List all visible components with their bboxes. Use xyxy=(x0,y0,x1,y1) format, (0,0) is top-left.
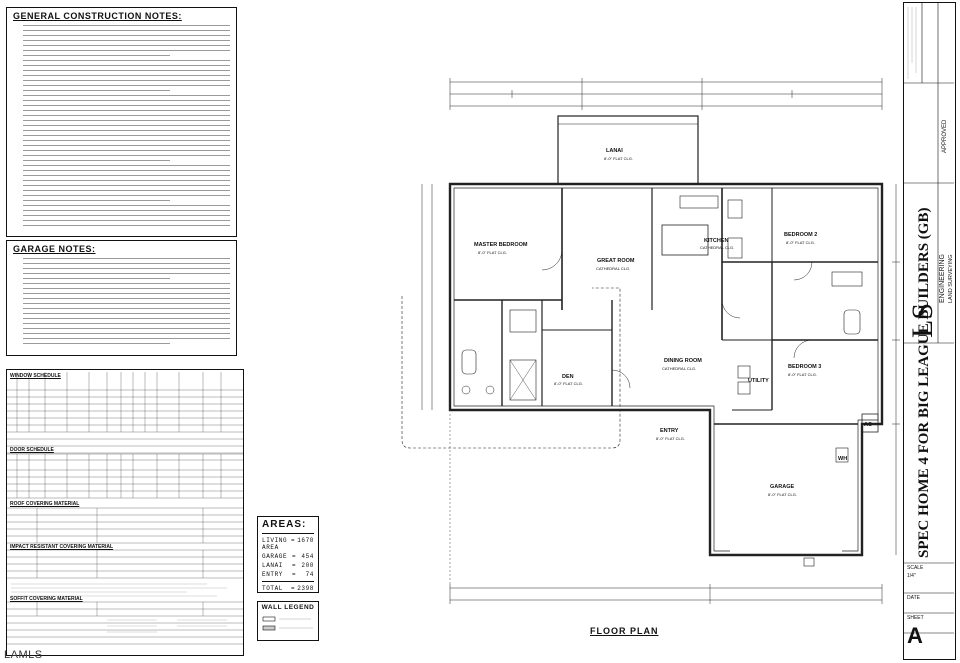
firm-name: ENGINEERING xyxy=(939,253,946,303)
title-block: APPROVED LS ENGINEERING LAND SURVEYING S… xyxy=(903,2,956,660)
ceiling-garage: 8'-0" FLAT CLG. xyxy=(768,492,797,497)
room-great-room: GREAT ROOM xyxy=(597,258,635,264)
garage-notes-body xyxy=(13,258,230,344)
equipment-ac: AC xyxy=(864,422,872,428)
room-kitchen: KITCHEN xyxy=(704,238,729,244)
sheet-label: SHEET xyxy=(907,615,924,621)
area-total-row: TOTAL = 2398 xyxy=(262,585,314,592)
impact-covering-title: IMPACT RESISTANT COVERING MATERIAL xyxy=(10,544,114,550)
area-total-label: TOTAL xyxy=(262,585,284,592)
room-bedroom-3: BEDROOM 3 xyxy=(788,364,822,370)
door-schedule-title: DOOR SCHEDULE xyxy=(10,447,54,453)
scale-label: SCALE xyxy=(907,565,924,571)
general-notes-panel: GENERAL CONSTRUCTION NOTES: xyxy=(6,7,237,237)
watermark: LAMLS xyxy=(4,649,43,661)
area-value: 454 xyxy=(301,553,314,560)
area-value: 1670 xyxy=(297,537,314,544)
window-schedule-title: WINDOW SCHEDULE xyxy=(10,373,61,379)
wall-legend-swatches xyxy=(262,616,313,631)
schedule-grid xyxy=(7,372,243,645)
garage-notes-title: GARAGE NOTES: xyxy=(13,244,96,254)
area-label: LIVING AREA xyxy=(262,537,288,551)
area-total-value: 2398 xyxy=(297,585,314,592)
room-entry: ENTRY xyxy=(660,428,679,434)
ceiling-dining-room: CATHEDRAL CLG. xyxy=(662,366,697,371)
areas-panel: AREAS: LIVING AREA = 1670 GARAGE = 454 L… xyxy=(257,516,319,593)
floor-plan-drawing xyxy=(401,78,907,604)
ceiling-great-room: CATHEDRAL CLG. xyxy=(596,266,631,271)
room-den: DEN xyxy=(562,374,574,380)
project-title: SPEC HOME 4 FOR BIG LEAGUE BUILDERS (GB) xyxy=(916,207,932,558)
approved-label: APPROVED xyxy=(942,119,948,153)
date-label: DATE xyxy=(907,595,920,601)
area-row: GARAGE = 454 xyxy=(262,553,314,560)
title-block-grid xyxy=(904,3,954,634)
ceiling-bedroom-3: 8'-0" FLAT CLG. xyxy=(788,372,817,377)
ceiling-lanai: 8'-0" FLAT CLG. xyxy=(604,156,633,161)
area-value: 74 xyxy=(305,571,314,578)
equipment-wh: WH xyxy=(838,456,848,462)
area-row: LANAI = 200 xyxy=(262,562,314,569)
area-label: ENTRY xyxy=(262,571,284,578)
general-notes-title: GENERAL CONSTRUCTION NOTES: xyxy=(13,11,182,21)
area-row: ENTRY = 74 xyxy=(262,571,314,578)
firm-sub: LAND SURVEYING xyxy=(948,254,954,304)
sheet-value: A xyxy=(907,623,923,648)
room-dining-room: DINING ROOM xyxy=(664,358,702,364)
room-lanai: LANAI xyxy=(606,148,623,154)
floor-plan-title: FLOOR PLAN xyxy=(590,626,659,636)
wall-legend-title: WALL LEGEND xyxy=(261,604,315,611)
ceiling-den: 8'-0" FLAT CLG. xyxy=(554,381,583,386)
area-label: LANAI xyxy=(262,562,284,569)
ceiling-bedroom-2: 8'-0" FLAT CLG. xyxy=(786,240,815,245)
ceiling-kitchen: CATHEDRAL CLG. xyxy=(700,245,735,250)
soffit-covering-title: SOFFIT COVERING MATERIAL xyxy=(10,596,83,602)
ceiling-entry: 8'-0" FLAT CLG. xyxy=(656,436,685,441)
room-bedroom-2: BEDROOM 2 xyxy=(784,232,818,238)
roof-covering-title: ROOF COVERING MATERIAL xyxy=(10,501,80,507)
schedules-panel: WINDOW SCHEDULE DOOR SCHEDULE ROOF COVER… xyxy=(6,369,244,656)
areas-title: AREAS: xyxy=(262,519,307,530)
area-label: GARAGE xyxy=(262,553,288,560)
room-garage: GARAGE xyxy=(770,484,795,490)
area-row: LIVING AREA = 1670 xyxy=(262,537,314,551)
area-value: 200 xyxy=(301,562,314,569)
ceiling-master-bedroom: 8'-0" FLAT CLG. xyxy=(478,250,507,255)
room-utility: UTILITY xyxy=(748,378,769,384)
general-notes-body xyxy=(13,25,230,226)
garage-notes-panel: GARAGE NOTES: xyxy=(6,240,237,356)
scale-value: 1/4" xyxy=(907,573,916,579)
wall-legend-panel: WALL LEGEND xyxy=(257,601,319,641)
room-master-bedroom: MASTER BEDROOM xyxy=(474,242,528,248)
